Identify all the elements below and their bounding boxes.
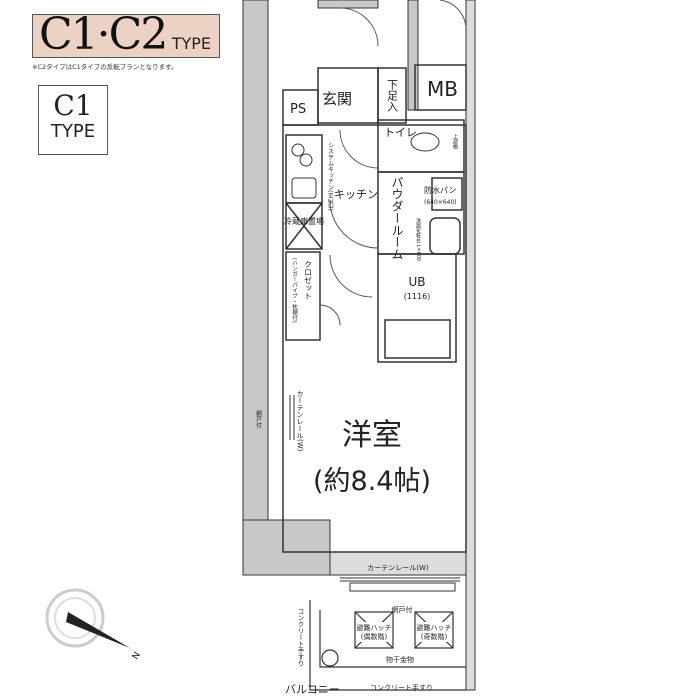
label-curtain-rail-bottom: カーテンレール(W) bbox=[367, 564, 429, 572]
door-swings bbox=[319, 0, 467, 326]
badge-name: C1 bbox=[53, 89, 93, 122]
label-curtain-rail-side: カーテンレール(W) bbox=[296, 390, 304, 452]
label-mb: MB bbox=[427, 77, 458, 101]
label-shoe-box: 下足入 bbox=[386, 79, 399, 112]
label-toilet: トイレ bbox=[384, 126, 417, 139]
kitchen-fixtures bbox=[291, 143, 317, 199]
label-hatch-even-floor: (偶数階) bbox=[361, 632, 388, 641]
label-concrete-rail-left: コンクリート手すり bbox=[296, 608, 304, 667]
label-ub: UB bbox=[408, 275, 425, 289]
label-fridge: 冷蔵庫置場 bbox=[284, 216, 324, 226]
plan-type-header: C1·C2 TYPE bbox=[32, 9, 220, 60]
window-rails bbox=[289, 395, 460, 592]
compass-north-label: N bbox=[131, 651, 143, 662]
label-screen-door-bottom: 網戸付 bbox=[392, 605, 413, 614]
c1-type-badge: C1 TYPE bbox=[38, 85, 108, 155]
label-hatch-even: 避難ハッチ bbox=[357, 623, 392, 632]
label-hatch-odd: 避難ハッチ bbox=[417, 623, 452, 632]
label-upper-shelf: 上部棚 bbox=[452, 133, 458, 150]
reverse-plan-note: ※C2タイプはC1タイプの反転プランとなります。 bbox=[32, 63, 178, 71]
label-hatch-odd-floor: (奇数階) bbox=[421, 632, 448, 641]
label-screen-door-side: 網戸付 bbox=[255, 409, 262, 429]
label-entrance: 玄関 bbox=[322, 90, 352, 108]
badge-type: TYPE bbox=[50, 121, 96, 142]
toilet-icon bbox=[410, 132, 440, 152]
label-ps: PS bbox=[290, 102, 306, 117]
structural-walls bbox=[242, 0, 476, 691]
label-balcony: バルコニー bbox=[285, 683, 340, 696]
balcony-outline bbox=[309, 600, 466, 691]
plan-type-label: TYPE bbox=[171, 34, 211, 53]
compass-icon bbox=[45, 588, 130, 648]
label-closet: クロゼット bbox=[304, 260, 313, 300]
label-kitchen: キッチン bbox=[334, 188, 378, 201]
label-western-room: 洋室 bbox=[342, 418, 402, 453]
plan-type-title: C1·C2 bbox=[39, 9, 168, 60]
label-powder-room: パウダールーム bbox=[390, 176, 404, 260]
label-system-kitchen: システムキッチン(IH2口) bbox=[327, 142, 334, 211]
label-ub-size: (1116) bbox=[404, 292, 431, 301]
label-vanity: 洗面化粧台 L=600 bbox=[415, 217, 421, 261]
label-drying-hardware: 物干金物 bbox=[386, 655, 414, 664]
label-waterproof-pan-size: (640×640) bbox=[424, 199, 457, 206]
room-walls bbox=[282, 64, 467, 553]
label-waterproof-pan: 防水パン bbox=[424, 185, 456, 195]
label-closet-note: (ハンガーパイプ・枕棚付) bbox=[291, 258, 298, 323]
label-concrete-rail-bottom: コンクリート手すり bbox=[370, 683, 433, 692]
label-western-room-size: (約8.4帖) bbox=[313, 466, 431, 497]
